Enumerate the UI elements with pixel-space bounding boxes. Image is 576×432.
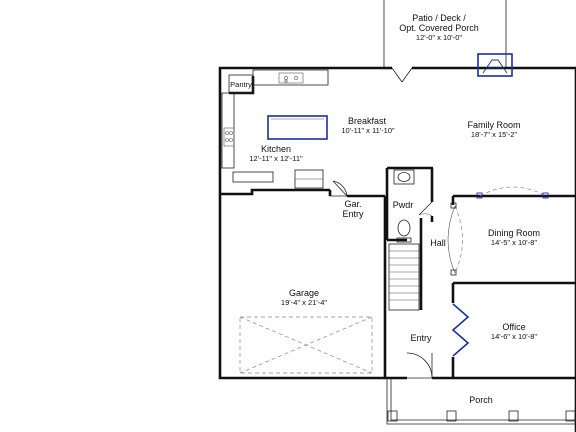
- office-french-doors[interactable]: [451, 303, 470, 357]
- powder-room-fixtures: [393, 169, 415, 243]
- dining-arches: [447, 186, 547, 274]
- family-room-label: Family Room: [467, 120, 520, 130]
- kitchen-counter-top: [252, 69, 329, 86]
- garage-label: Garage: [289, 288, 319, 298]
- breakfast-label: Breakfast: [348, 116, 387, 126]
- fireplace: [477, 53, 513, 77]
- dining-room-label: Dining Room: [488, 228, 540, 238]
- porch-label: Porch: [469, 395, 493, 405]
- breakfast-dims: 10'-11" x 11'-10": [341, 126, 395, 135]
- powder-door[interactable]: [418, 201, 433, 217]
- garage-door: [239, 316, 373, 374]
- garage-dims: 19'-4" x 21'-4": [281, 298, 327, 307]
- stairs: [388, 243, 420, 311]
- pwdr-label: Pwdr: [393, 200, 414, 210]
- gar-entry-label-line2: Entry: [342, 209, 364, 219]
- hall-label: Hall: [430, 238, 446, 248]
- patio-door[interactable]: [391, 67, 413, 83]
- kitchen-island: [267, 115, 328, 140]
- front-door[interactable]: [406, 352, 433, 379]
- office-label: Office: [502, 322, 525, 332]
- entry-label: Entry: [410, 333, 432, 343]
- interior-walls: [383, 166, 576, 378]
- pantry-label: Pantry: [230, 80, 252, 89]
- patio-label-line2: Opt. Covered Porch: [399, 23, 479, 33]
- kitchen-counter-bottom: [220, 169, 385, 198]
- patio-dims: 12'-0" x 10'-0": [416, 33, 462, 42]
- garage-entry-door[interactable]: [330, 180, 348, 197]
- gar-entry-label-line1: Gar.: [344, 199, 361, 209]
- kitchen-dims: 12'-11" x 12'-11": [249, 154, 303, 163]
- porch: [386, 378, 576, 425]
- kitchen-label: Kitchen: [261, 144, 291, 154]
- family-room-dims: 18'-7" x 15'-2": [471, 130, 517, 139]
- patio-outline: [383, 0, 507, 67]
- office-dims: 14'-6" x 10'-8": [491, 332, 537, 341]
- dining-room-dims: 14'-5" x 10'-8": [491, 238, 537, 247]
- exterior-walls: [218, 66, 576, 432]
- kitchen-counter-left: [221, 92, 235, 169]
- patio-label-line1: Patio / Deck /: [412, 13, 466, 23]
- dining-columns: [450, 192, 549, 276]
- room-labels: Patio / Deck / Opt. Covered Porch 12'-0"…: [230, 13, 540, 405]
